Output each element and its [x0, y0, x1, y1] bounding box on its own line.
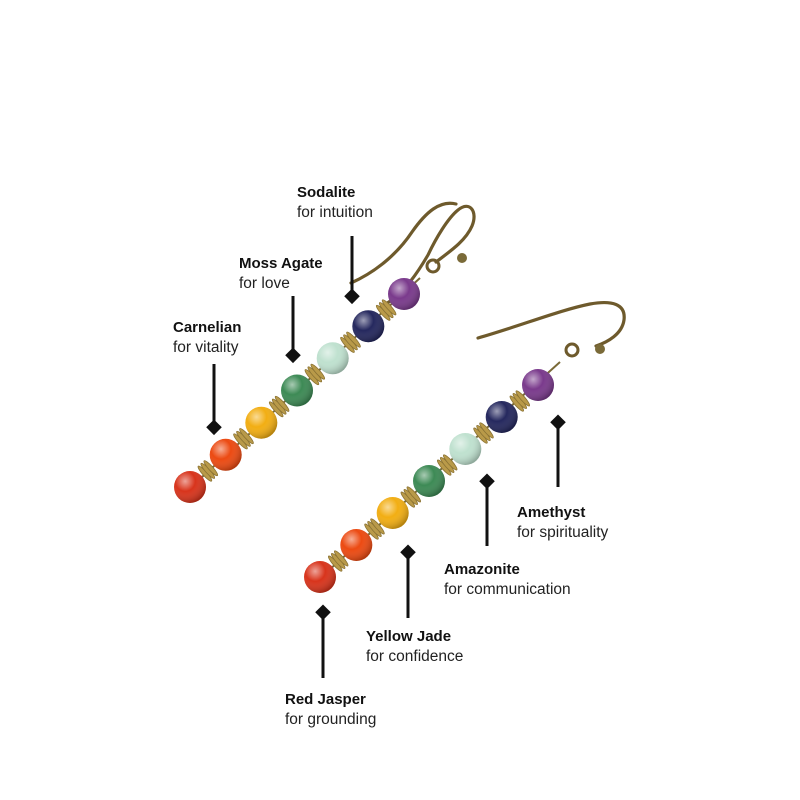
bead-highlight: [413, 465, 445, 497]
stone-name: Amethyst: [517, 504, 586, 521]
label-amethyst: Amethyst for spirituality: [517, 504, 608, 542]
stone-name: Carnelian: [173, 319, 242, 336]
label-sodalite: Sodalite for intuition: [297, 184, 373, 222]
stone-benefit: for grounding: [285, 710, 377, 728]
label-amazonite: Amazonite for communication: [444, 561, 571, 599]
brass-spacer: [203, 460, 219, 477]
brass-spacer: [333, 550, 349, 567]
bead-highlight: [174, 471, 206, 503]
brass-spacer: [370, 518, 385, 535]
stone-benefit: for intuition: [297, 203, 373, 221]
bead-highlight: [340, 529, 373, 561]
brass-spacer: [381, 299, 397, 316]
bead-highlight: [376, 497, 409, 529]
brass-spacer: [479, 422, 494, 439]
pointer-carnelian: [206, 364, 222, 436]
label-moss-agate: Moss Agate for love: [239, 255, 323, 293]
stone-benefit: for communication: [444, 580, 571, 598]
right-earring: [304, 300, 626, 593]
bead-highlight: [281, 374, 313, 407]
bead-highlight: [388, 278, 420, 310]
brass-spacer: [406, 486, 422, 503]
bead-highlight: [209, 438, 242, 471]
pointer-amethyst: [550, 414, 566, 487]
brass-spacer: [274, 395, 290, 412]
bead-highlight: [304, 561, 336, 593]
bead-highlight: [245, 406, 278, 439]
pointer-sodalite: [344, 236, 360, 305]
label-carnelian: Carnelian for vitality: [173, 319, 241, 357]
brass-spacer: [346, 331, 361, 348]
stone-benefit: for vitality: [173, 338, 239, 356]
left-earring: [174, 201, 476, 503]
right-ear-wire: [476, 300, 626, 348]
bead-highlight: [352, 310, 385, 343]
stone-benefit: for confidence: [366, 647, 464, 665]
stone-name: Yellow Jade: [366, 628, 452, 645]
left-ear-wire: [384, 204, 476, 306]
stone-name: Sodalite: [297, 184, 356, 201]
pointer-moss-agate: [285, 296, 301, 364]
bead-highlight: [449, 433, 482, 465]
brass-spacer: [515, 390, 531, 407]
bead-highlight: [316, 342, 349, 375]
brass-spacer: [442, 454, 458, 471]
stone-name: Amazonite: [444, 561, 520, 578]
stone-name: Red Jasper: [285, 691, 366, 708]
bead-highlight: [485, 401, 518, 433]
pointer-amazonite: [479, 473, 495, 546]
stone-name: Moss Agate: [239, 255, 323, 272]
label-red-jasper: Red Jasper for grounding: [285, 691, 376, 729]
stone-benefit: for spirituality: [517, 523, 609, 541]
brass-spacer: [310, 363, 326, 380]
stone-benefit: for love: [239, 274, 290, 292]
pointer-yellow-jade: [400, 544, 416, 618]
pointer-red-jasper: [315, 604, 331, 678]
bead-highlight: [522, 369, 554, 401]
label-yellow-jade: Yellow Jade for confidence: [366, 628, 463, 666]
brass-spacer: [239, 428, 254, 445]
